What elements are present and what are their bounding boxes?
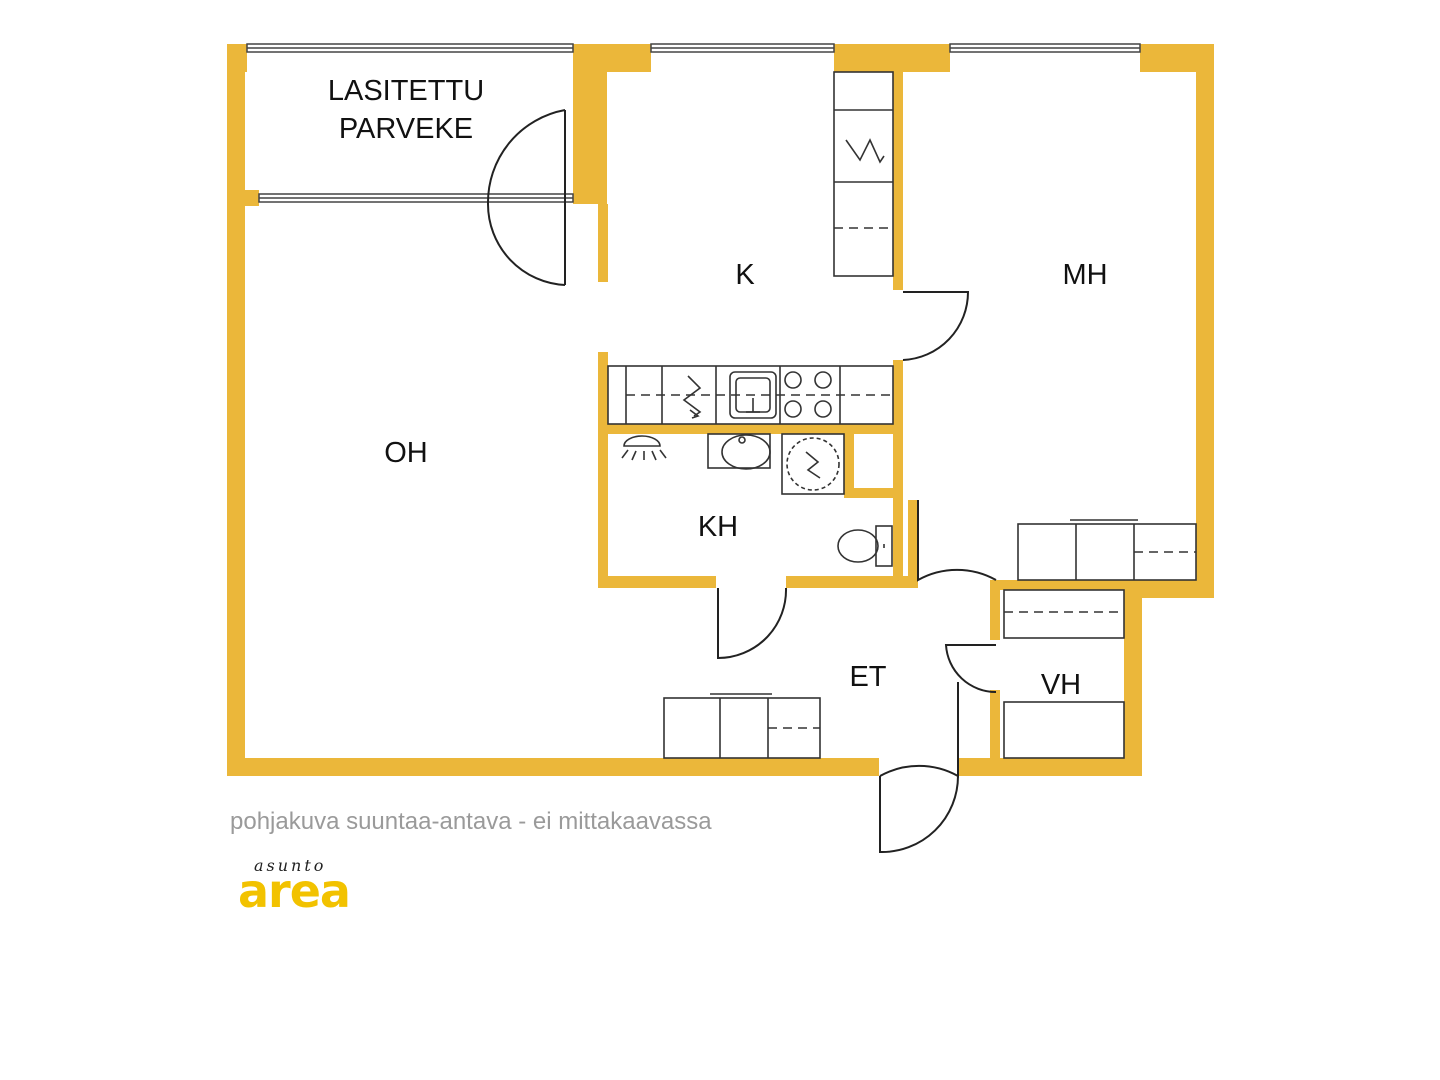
outer-walls <box>227 44 1214 776</box>
doors <box>486 109 997 854</box>
logo-brand-text: area <box>238 864 351 918</box>
room-label-bathroom: KH <box>698 511 738 543</box>
room-label-hall: ET <box>849 661 886 693</box>
logo-small-text: asunto <box>254 856 327 875</box>
room-label-balcony-1: LASITETTU <box>328 75 484 107</box>
room-label-bedroom: MH <box>1062 259 1107 291</box>
windows <box>246 43 1141 203</box>
room-label-kitchen: K <box>735 259 755 291</box>
wardrobes <box>663 519 1197 759</box>
room-label-balcony-2: PARVEKE <box>339 113 473 145</box>
kitchen-counter <box>607 365 894 425</box>
room-label-living-room: OH <box>384 437 428 469</box>
interior-walls <box>227 44 1124 762</box>
kitchen-tall-cabinets <box>833 71 894 277</box>
bathroom-fixtures <box>621 433 893 567</box>
room-label-wardrobe: VH <box>1041 669 1081 701</box>
disclaimer-caption: pohjakuva suuntaa-antava - ei mittakaava… <box>230 808 712 835</box>
